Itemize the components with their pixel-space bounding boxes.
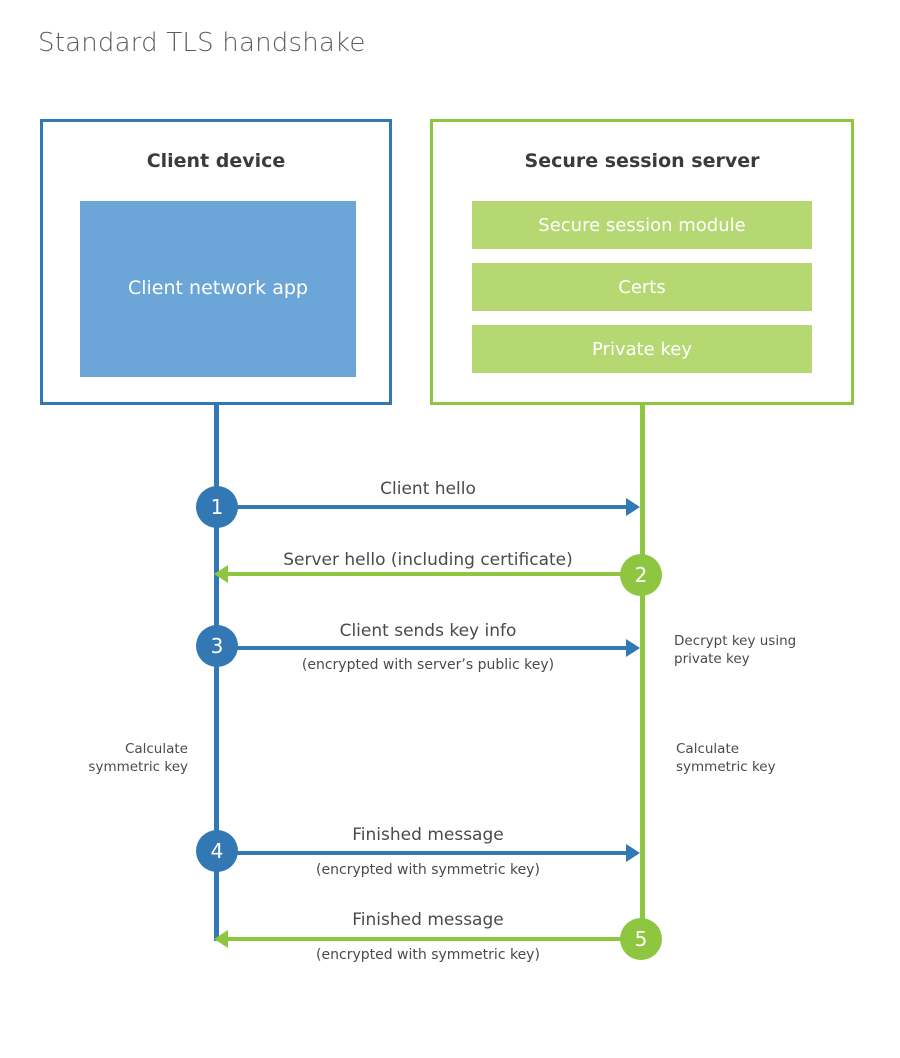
step-4-sublabel: (encrypted with symmetric key) — [316, 862, 540, 878]
secure-session-server-title: Secure session server — [524, 150, 760, 172]
step-circle-2: 2 — [620, 554, 662, 596]
step-2-label: Server hello (including certificate) — [283, 550, 573, 570]
step-5-sublabel: (encrypted with symmetric key) — [316, 947, 540, 963]
step-circle-3: 3 — [196, 625, 238, 667]
step-2-arrowhead-icon — [214, 565, 228, 583]
client-device-title: Client device — [146, 150, 286, 172]
step-3-arrowhead-icon — [626, 639, 640, 657]
step-4-arrowhead-icon — [626, 844, 640, 862]
annotation-server-calculate-symmetric-key: Calculate symmetric key — [676, 740, 856, 776]
annotation-client-calc-line-1: Calculate — [124, 741, 188, 757]
step-4-label: Finished message — [352, 825, 504, 845]
step-2-arrow-line — [228, 572, 640, 576]
step-circle-4: 4 — [196, 830, 238, 872]
step-1-label: Client hello — [380, 479, 476, 499]
annotation-client-calculate-symmetric-key: Calculate symmetric key — [24, 740, 188, 776]
server-block-secure-session-module: Secure session module — [472, 201, 812, 249]
step-3-sublabel: (encrypted with server’s public key) — [301, 657, 555, 673]
step-5-label: Finished message — [352, 910, 504, 930]
annotation-server-calc-line-1: Calculate — [676, 741, 740, 757]
step-4-arrow-line — [216, 851, 628, 855]
annotation-client-calc-line-2: symmetric key — [88, 759, 188, 776]
page-title: Standard TLS handshake — [38, 28, 366, 58]
step-5-arrow-line — [228, 937, 640, 941]
step-5-arrowhead-icon — [214, 930, 228, 948]
server-component-list: Secure session module Certs Private key — [472, 201, 812, 373]
client-network-app-block: Client network app — [80, 201, 356, 377]
annotation-decrypt-key: Decrypt key using private key — [674, 632, 844, 668]
step-3-arrow-line — [216, 646, 628, 650]
step-3-label: Client sends key info — [339, 621, 517, 641]
step-1-arrow-line — [216, 505, 628, 509]
server-block-certs: Certs — [472, 263, 812, 311]
server-block-private-key: Private key — [472, 325, 812, 373]
server-lifeline — [640, 405, 645, 939]
step-circle-1: 1 — [196, 486, 238, 528]
step-1-arrowhead-icon — [626, 498, 640, 516]
annotation-server-calc-line-2: symmetric key — [676, 759, 776, 776]
client-device-box: Client device Client network app — [40, 119, 392, 405]
secure-session-server-box: Secure session server Secure session mod… — [430, 119, 854, 405]
annotation-decrypt-key-line-1: Decrypt key using — [674, 633, 797, 649]
annotation-decrypt-key-line-2: private key — [674, 651, 750, 668]
client-lifeline — [214, 405, 219, 941]
step-circle-5: 5 — [620, 918, 662, 960]
